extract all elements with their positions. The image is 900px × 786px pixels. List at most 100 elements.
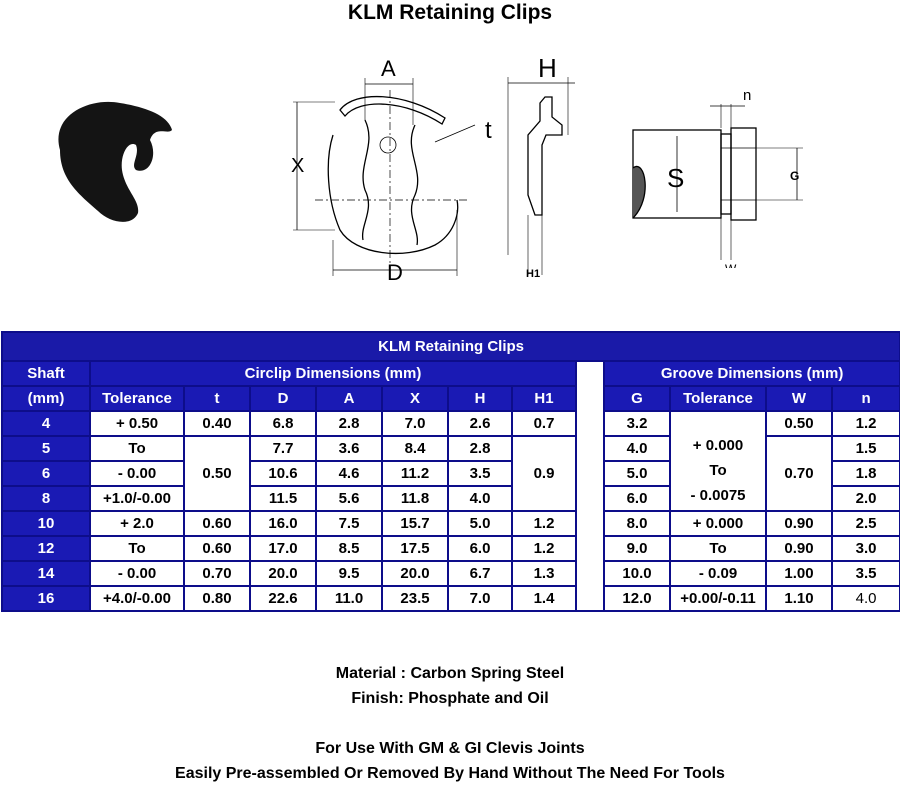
label-S: S — [667, 163, 684, 193]
W-cell: 0.50 — [765, 410, 833, 437]
H-cell: 2.8 — [447, 435, 513, 462]
H1-cell: 1.2 — [511, 535, 577, 562]
H-cell: 6.0 — [447, 535, 513, 562]
n-cell: 3.0 — [830, 535, 900, 562]
W-cell: 1.00 — [765, 560, 833, 587]
t-cell: 0.60 — [183, 510, 251, 537]
diagram-area: A X D t H H1 — [0, 40, 900, 320]
H-cell: 6.7 — [447, 560, 513, 587]
shaft-header-line2: (mm) — [1, 385, 91, 412]
G-cell: 6.0 — [603, 485, 671, 512]
col-A: A — [315, 385, 383, 412]
shaft-cell: 12 — [1, 535, 91, 562]
clip-front-drawing: A X D t — [291, 56, 492, 285]
label-W: W — [725, 262, 737, 268]
G-cell: 10.0 — [603, 560, 671, 587]
n-cell: 1.8 — [830, 460, 900, 487]
label-n: n — [743, 88, 751, 104]
groove-header: Groove Dimensions (mm) — [602, 360, 900, 387]
D-cell: 16.0 — [249, 510, 317, 537]
D-cell: 7.7 — [249, 435, 317, 462]
col-H: H — [447, 385, 513, 412]
X-cell: 7.0 — [381, 410, 449, 437]
material-text: Material : Carbon Spring Steel — [335, 665, 565, 682]
W-cell: 0.90 — [765, 535, 833, 562]
col-X: X — [381, 385, 449, 412]
tolerance-cell: + 0.50 — [89, 410, 185, 437]
D-cell: 22.6 — [249, 585, 317, 612]
A-cell: 7.5 — [315, 510, 383, 537]
circlip-header: Circlip Dimensions (mm) — [89, 360, 577, 387]
A-cell: 9.5 — [315, 560, 383, 587]
t-cell: 0.50 — [183, 435, 251, 512]
table-row: 4 + 0.50 0.40 6.8 2.8 7.0 2.6 0.7 3.2 + … — [1, 410, 900, 512]
table-row: 16 +4.0/-0.00 0.80 22.6 11.0 23.5 7.0 1.… — [1, 585, 900, 612]
H-cell: 2.6 — [447, 410, 513, 437]
dimensions-table: KLM Retaining Clips Shaft Circlip Dimens… — [0, 331, 900, 612]
shaft-cell: 8 — [1, 485, 91, 512]
label-D: D — [387, 260, 403, 285]
H1-cell: 1.3 — [511, 560, 577, 587]
col-groove-tolerance: Tolerance — [669, 385, 767, 412]
G-cell: 9.0 — [603, 535, 671, 562]
H-cell: 5.0 — [447, 510, 513, 537]
H1-cell: 1.2 — [511, 510, 577, 537]
D-cell: 20.0 — [249, 560, 317, 587]
G-cell: 12.0 — [603, 585, 671, 612]
label-H1: H1 — [526, 268, 540, 280]
table-row: 10 + 2.0 0.60 16.0 7.5 15.7 5.0 1.2 8.0 … — [1, 510, 900, 537]
H-cell: 3.5 — [447, 460, 513, 487]
t-cell: 0.40 — [183, 410, 251, 437]
H-cell: 7.0 — [447, 585, 513, 612]
shaft-header-line1: Shaft — [1, 360, 91, 387]
H1-cell: 0.7 — [511, 410, 577, 437]
label-H: H — [538, 55, 557, 83]
clip-side-drawing: H H1 — [507, 55, 575, 280]
usage-text: For Use With GM & GI Clevis Joints — [315, 740, 585, 757]
W-cell: 0.90 — [765, 510, 833, 537]
tolerance-cell: +1.0/-0.00 — [89, 485, 185, 512]
col-tolerance: Tolerance — [89, 385, 185, 412]
material-notes: Material : Carbon Spring Steel Finish: P… — [0, 661, 900, 711]
tolerance-cell: + 2.0 — [89, 510, 185, 537]
groove-tolerance-line: - 0.0075 — [690, 487, 746, 504]
X-cell: 20.0 — [381, 560, 449, 587]
tolerance-cell: - 0.00 — [89, 560, 185, 587]
A-cell: 2.8 — [315, 410, 383, 437]
tolerance-cell: To — [89, 435, 185, 462]
t-cell: 0.60 — [183, 535, 251, 562]
n-cell: 2.5 — [830, 510, 900, 537]
col-W: W — [765, 385, 833, 412]
tolerance-cell: To — [89, 535, 185, 562]
G-cell: 4.0 — [603, 435, 671, 462]
shaft-cell: 4 — [1, 410, 91, 437]
A-cell: 11.0 — [315, 585, 383, 612]
label-X: X — [291, 155, 304, 177]
groove-tolerance-cell: + 0.000 To - 0.0075 — [669, 410, 767, 512]
label-t: t — [485, 117, 492, 144]
X-cell: 15.7 — [381, 510, 449, 537]
W-cell: 1.10 — [765, 585, 833, 612]
X-cell: 8.4 — [381, 435, 449, 462]
table-row: 8 +1.0/-0.00 11.5 5.6 11.8 4.0 6.0 2.0 — [1, 485, 900, 512]
col-t: t — [183, 385, 251, 412]
table-row: 6 - 0.00 10.6 4.6 11.2 3.5 5.0 1.8 — [1, 460, 900, 487]
n-cell: 1.2 — [830, 410, 900, 437]
n-cell: 1.5 — [830, 435, 900, 462]
col-n: n — [830, 385, 900, 412]
X-cell: 23.5 — [381, 585, 449, 612]
table-row: 5 To 0.50 7.7 3.6 8.4 2.8 0.9 4.0 0.70 1… — [1, 435, 900, 512]
A-cell: 5.6 — [315, 485, 383, 512]
H-cell: 4.0 — [447, 485, 513, 512]
groove-tolerance-cell: To — [669, 535, 767, 562]
clip-photo — [58, 101, 172, 222]
page-title: KLM Retaining Clips — [347, 1, 553, 24]
n-cell: 4.0 — [830, 585, 900, 612]
groove-tolerance-cell: - 0.09 — [669, 560, 767, 587]
n-cell: 3.5 — [830, 560, 900, 587]
tolerance-cell: +4.0/-0.00 — [89, 585, 185, 612]
G-cell: 3.2 — [603, 410, 671, 437]
shaft-cell: 14 — [1, 560, 91, 587]
t-cell: 0.70 — [183, 560, 251, 587]
shaft-cell: 16 — [1, 585, 91, 612]
